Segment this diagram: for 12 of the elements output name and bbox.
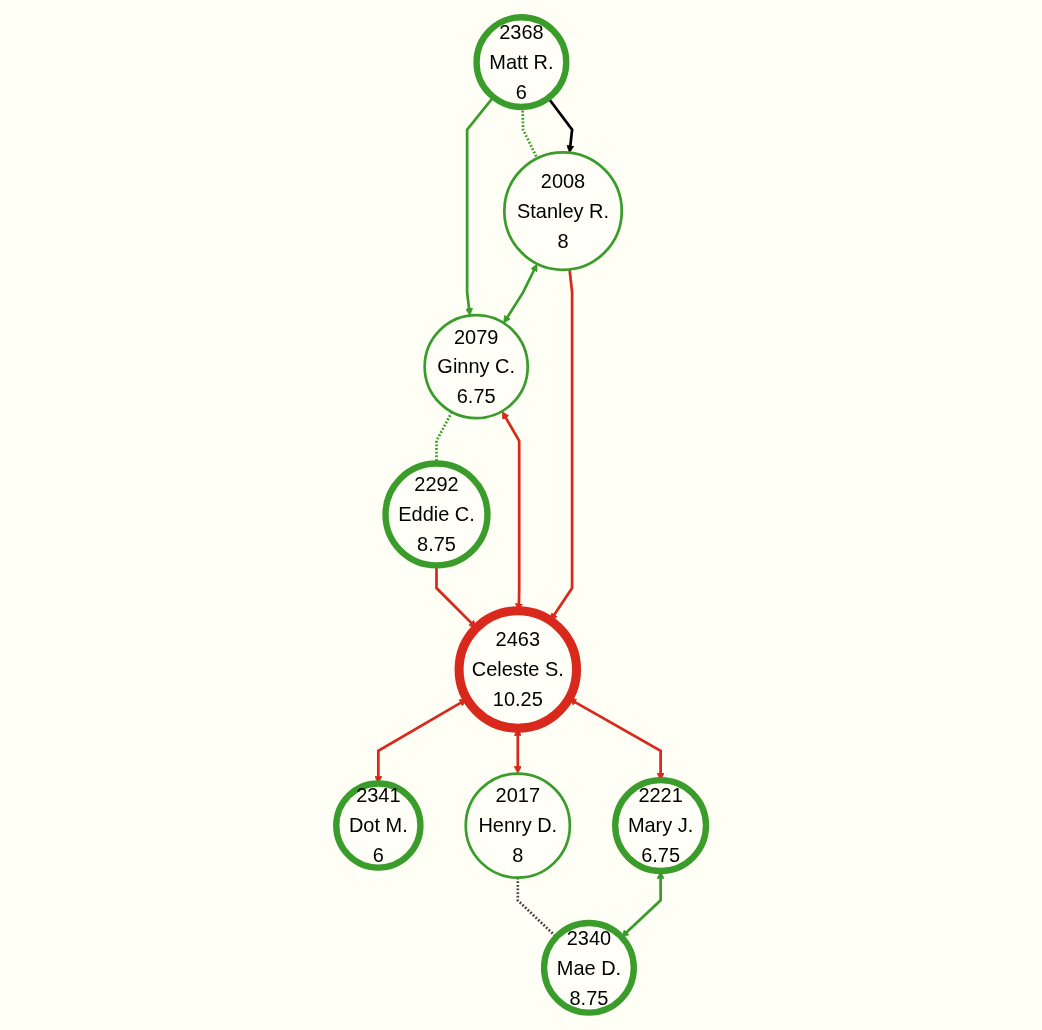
- node-circle: 2340 Mae D. 8.75: [540, 919, 637, 1016]
- node-circle: 2221 Mary J. 6.75: [611, 777, 710, 875]
- arrow: [549, 269, 574, 621]
- node-circle: 2008 Stanley R. 8: [502, 151, 623, 272]
- node-circle: 2292 Eddie C. 8.75: [382, 460, 491, 569]
- arrow: [503, 263, 538, 324]
- node-circle: 2368 Matt R. 6: [473, 14, 570, 111]
- node-circle: 2341 Dot M. 6: [332, 780, 424, 871]
- node-circle: 2463 Celeste S. 10.25: [454, 606, 581, 733]
- node-circle: 2017 Henry D. 8: [464, 772, 572, 879]
- arrow: [547, 97, 575, 154]
- node-circle: 2079 Ginny C. 6.75: [423, 313, 529, 420]
